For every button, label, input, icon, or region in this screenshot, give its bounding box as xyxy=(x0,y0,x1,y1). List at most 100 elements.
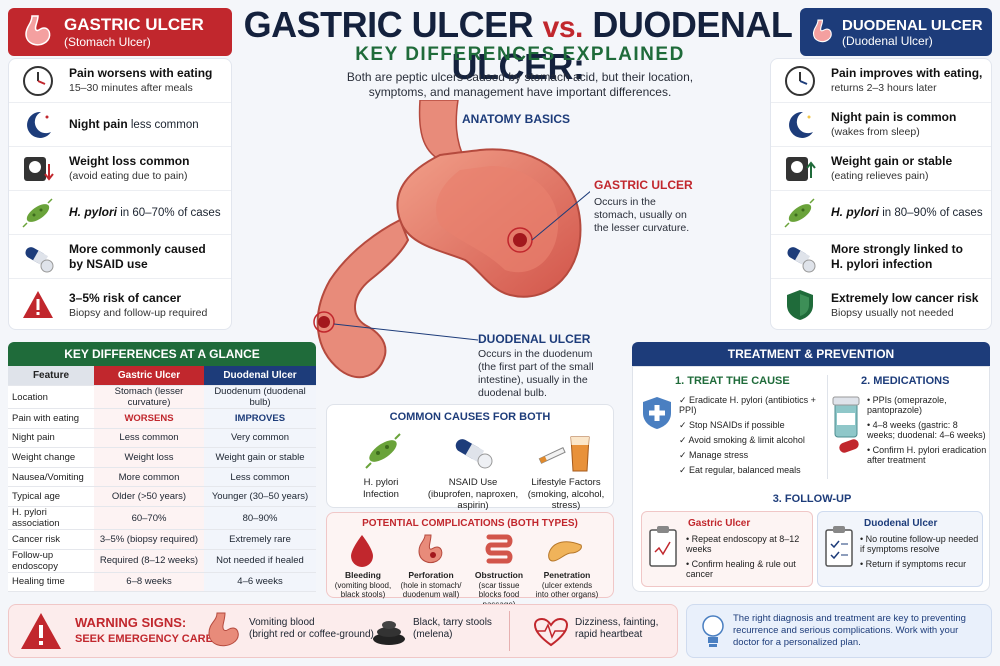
stool-icon xyxy=(373,621,405,645)
list-item-text: Stop NSAIDs if possible xyxy=(689,420,785,430)
duodenal-banner: DUODENAL ULCER (Duodenal Ulcer) xyxy=(800,8,992,56)
duodenal-item-small: (wakes from sleep) xyxy=(831,126,920,138)
list-item: • PPIs (omeprazole, pantoprazole) xyxy=(867,395,947,415)
vomit-icon xyxy=(208,612,239,647)
duodenal-ulcer-marker xyxy=(318,316,330,328)
gastric-item-small: 15–30 minutes after meals xyxy=(69,82,193,94)
table-cell: Cancer risk xyxy=(8,529,94,550)
warning-item-vomit: Vomiting blood(bright red or coffee-grou… xyxy=(249,617,374,641)
pill-icon xyxy=(787,246,816,272)
warning-subtitle: SEEK EMERGENCY CARE xyxy=(75,633,213,645)
duodenal-item-weight: Weight gain or stable (eating relieves pa… xyxy=(771,147,991,191)
cause-nsaid: NSAID Use(ibuprofen, naproxen, aspirin) xyxy=(427,477,519,512)
table-cell: IMPROVES xyxy=(204,408,316,429)
table-cell: Less common xyxy=(94,428,204,449)
table-cell: More common xyxy=(94,467,204,488)
list-item: ✓ Avoid smoking & limit alcohol xyxy=(679,435,805,445)
gastric-subtitle: (Stomach Ulcer) xyxy=(64,35,151,49)
table-cell: Weight loss xyxy=(94,447,204,468)
follow-gastric-title: Gastric Ulcer xyxy=(688,518,751,529)
list-item-text: Confirm H. pylori eradication after trea… xyxy=(867,445,987,465)
table-cell: Healing time xyxy=(8,572,94,593)
scale-down-icon xyxy=(24,156,54,181)
info-text: The right diagnosis and treatment are ke… xyxy=(733,613,966,648)
shield-cross-icon xyxy=(643,397,671,429)
list-item-text: Eat regular, balanced meals xyxy=(689,465,801,475)
list-item: ✓ Stop NSAIDs if possible xyxy=(679,420,785,430)
cause-sub: (ibuprofen, naproxen, aspirin) xyxy=(427,488,519,512)
page-title: GASTRIC ULCER vs. DUODENAL ULCER: xyxy=(238,4,798,88)
duodenal-title: DUODENAL ULCER xyxy=(842,16,983,34)
bacteria-icon xyxy=(22,197,53,228)
table-cell: WORSENS xyxy=(94,408,204,429)
complication-label: Obstruction xyxy=(474,570,524,580)
title-gastric: GASTRIC ULCER xyxy=(243,4,534,45)
warning-item-label: Dizziness, fainting, xyxy=(575,617,659,628)
scale-up-icon xyxy=(786,156,816,181)
duodenal-item-bold: Weight gain or stable xyxy=(831,154,953,168)
duodenal-item-rest: in 80–90% of cases xyxy=(879,207,983,219)
penetration-icon xyxy=(548,541,582,562)
duodenal-ulcer-text: Occurs in the duodenum (the first part o… xyxy=(478,348,594,399)
warning-item-sub: rapid heartbeat xyxy=(575,629,643,640)
table-header: Duodenal Ulcer xyxy=(204,366,316,387)
list-item-text: PPIs (omeprazole, pantoprazole) xyxy=(867,395,947,415)
complication-bleeding: Bleeding(vomiting blood, black stools) xyxy=(331,570,395,600)
table-cell: Follow-up endoscopy xyxy=(8,549,94,573)
clipboard-icon xyxy=(649,526,677,567)
duodenal-feature-list: Pain improves with eating,returns 2–3 ho… xyxy=(770,58,992,330)
duodenal-item-small: (eating relieves pain) xyxy=(831,170,929,182)
warning-item-sub: (melena) xyxy=(413,629,453,640)
treat-cause-title: 1. TREAT THE CAUSE xyxy=(675,375,790,387)
table-cell: 80–90% xyxy=(204,506,316,531)
table-cell: Not needed if healed xyxy=(204,549,316,573)
duodenal-item-bold: More strongly linked to H. pylori infect… xyxy=(831,241,964,271)
gastric-item-rest: in 60–70% of cases xyxy=(117,207,221,219)
duodenal-item-hpylori: H. pylori in 80–90% of cases xyxy=(771,191,991,235)
table-cell: Pain with eating xyxy=(8,408,94,429)
clock-icon xyxy=(23,65,53,96)
divider xyxy=(827,375,828,479)
complication-penetration: Penetration(ulcer extends into other org… xyxy=(535,570,599,600)
table-cell: Night pain xyxy=(8,428,94,449)
warning-item-label: Black, tarry stools xyxy=(413,617,492,628)
gastric-item-bold: More commonly caused by NSAID use xyxy=(69,241,206,271)
list-item-text: Repeat endoscopy at 8–12 weeks xyxy=(686,534,800,554)
follow-duodenal-title: Duodenal Ulcer xyxy=(864,518,938,529)
blood-drop-icon xyxy=(351,535,373,567)
follow-gastric-box: Gastric Ulcer • Repeat endoscopy at 8–12… xyxy=(641,511,813,587)
cause-label: NSAID Use xyxy=(448,477,498,488)
duodenal-subtitle: (Duodenal Ulcer) xyxy=(842,33,933,48)
table-cell: Nausea/Vomiting xyxy=(8,467,94,488)
duodenal-item-bold: Night pain is common xyxy=(831,110,957,124)
list-item-text: Avoid smoking & limit alcohol xyxy=(688,435,805,445)
list-item: • 4–8 weeks (gastric: 8 weeks; duodenal:… xyxy=(867,420,986,440)
table-cell: 60–70% xyxy=(94,506,204,531)
treat-med-title: 2. MEDICATIONS xyxy=(861,375,950,387)
warning-item-dizzy: Dizziness, fainting,rapid heartbeat xyxy=(575,617,658,641)
list-item-text: No routine follow-up needed if symptoms … xyxy=(860,534,979,554)
divider xyxy=(509,611,510,651)
intro-text: Both are peptic ulcers caused by stomach… xyxy=(346,70,694,99)
warning-title: WARNING SIGNS: xyxy=(75,615,187,630)
duodenal-item-small: returns 2–3 hours later xyxy=(831,82,937,94)
causes-title: COMMON CAUSES FOR BOTH xyxy=(389,411,551,423)
follow-gastric-list: • Repeat endoscopy at 8–12 weeks • Confi… xyxy=(686,534,810,584)
obstruction-icon xyxy=(485,534,513,564)
cause-sub: Infection xyxy=(363,488,399,500)
table-header: Feature xyxy=(8,366,94,387)
duodenal-item-night: Night pain is common (wakes from sleep) xyxy=(771,103,991,147)
list-item-text: Manage stress xyxy=(689,450,749,460)
table-cell: Extremely rare xyxy=(204,529,316,550)
complication-label: Bleeding xyxy=(345,570,381,580)
table-cell: H. pylori association xyxy=(8,506,94,531)
gastric-item-weight: Weight loss common(avoid eating due to p… xyxy=(9,147,231,191)
